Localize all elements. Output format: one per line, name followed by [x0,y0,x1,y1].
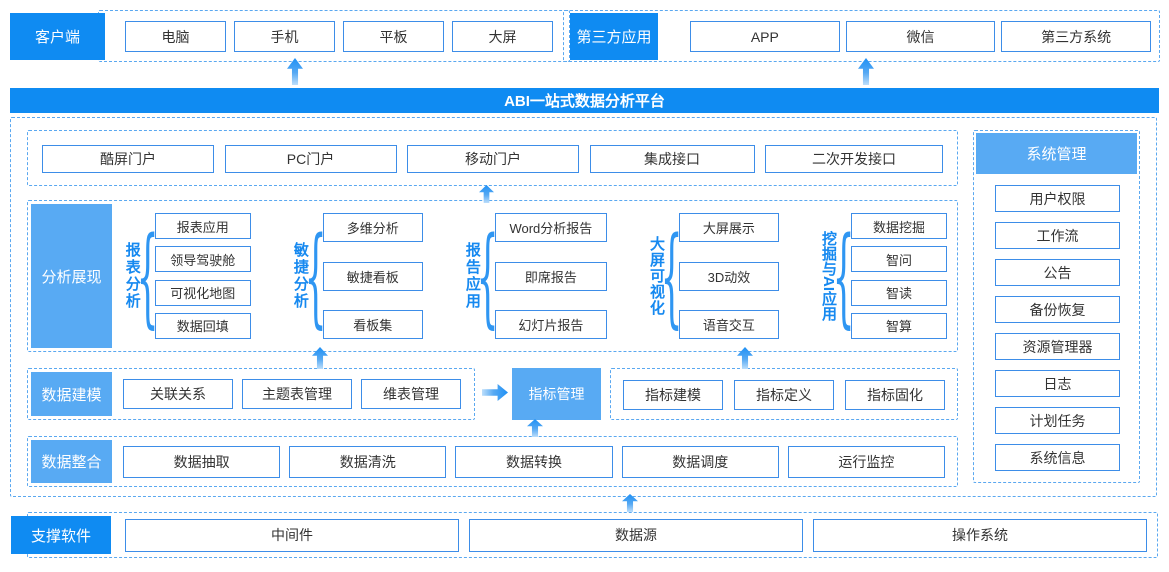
integration-node: 数据抽取 [123,445,281,478]
analysis-node: 语音交互 [678,310,779,339]
arrow-up-icon [287,58,303,85]
analysis-node: 幻灯片报告 [494,310,607,339]
client-device-node: 大屏 [452,21,553,52]
client-device-node: 手机 [234,21,335,52]
support-row-container: 中间件 数据源 操作系统 [27,512,1158,558]
system-node: 公告 [995,259,1120,286]
analysis-node: 智问 [851,246,947,273]
platform-outer-frame [10,117,1157,497]
system-section-label: 系统管理 [976,133,1137,174]
analysis-node: Word分析报告 [494,213,607,242]
third-party-node: 第三方系统 [1001,21,1152,52]
analysis-group: 挖掘与AI应用 数据挖掘 智问 智读 智算 [820,212,947,340]
integration-node: 数据调度 [621,445,779,478]
analysis-section-container: 分析展现 报表分析 报表应用 领导驾驶舱 可视化地图 数据回填 敏捷分析 多维分… [27,200,958,352]
client-device-node: 电脑 [125,21,226,52]
indicator-row-container: 指标建模 指标定义 指标固化 [610,368,958,420]
third-party-container: APP 微信 第三方系统 [563,10,1160,62]
analysis-node: 可视化地图 [154,279,251,306]
analysis-node: 数据挖掘 [851,213,947,239]
analysis-node: 智读 [851,279,947,306]
support-node: 数据源 [469,518,803,552]
system-node: 用户权限 [995,185,1120,212]
integration-node: 数据清洗 [289,445,447,478]
analysis-group: 报表分析 报表应用 领导驾驶舱 可视化地图 数据回填 [124,212,251,340]
third-party-node: 微信 [845,21,996,52]
support-section-label: 支撑软件 [11,516,111,554]
brace-icon [308,253,323,299]
system-node: 计划任务 [995,407,1120,434]
analysis-group: 大屏可视化 大屏展示 3D动效 语音交互 [648,212,779,340]
system-column-container: 系统管理 用户权限 工作流 公告 备份恢复 资源管理器 日志 计划任务 系统信息 [973,130,1140,483]
system-node: 系统信息 [995,444,1120,471]
system-node: 备份恢复 [995,296,1120,323]
arrow-up-icon [858,58,874,85]
indicator-node: 指标定义 [734,380,834,410]
modeling-node: 维表管理 [361,379,461,409]
third-party-node: APP [690,21,840,52]
analysis-node: 看板集 [322,310,423,339]
client-devices-container: 电脑 手机 平板 大屏 [98,10,570,62]
client-device-node: 平板 [343,21,444,52]
analysis-node: 数据回填 [154,312,251,339]
platform-title-banner: ABI一站式数据分析平台 [10,88,1159,113]
analysis-node: 大屏展示 [678,213,779,242]
portal-node: 集成接口 [589,145,755,173]
integration-section-label: 数据整合 [31,440,112,483]
indicator-node: 指标建模 [623,380,723,410]
analysis-node: 智算 [851,312,947,339]
client-section-label: 客户端 [10,13,105,60]
integration-row-container: 数据整合 数据抽取 数据清洗 数据转换 数据调度 运行监控 [27,436,958,487]
analysis-node: 3D动效 [678,261,779,291]
portal-node: 移动门户 [407,145,579,173]
support-node: 中间件 [125,518,459,552]
system-node: 工作流 [995,222,1120,249]
analysis-node: 多维分析 [322,213,423,242]
modeling-node: 关联关系 [123,379,233,409]
system-node: 资源管理器 [995,333,1120,360]
integration-node: 运行监控 [787,445,946,478]
analysis-node: 敏捷看板 [322,261,423,291]
portal-node: 酷屏门户 [42,145,214,173]
indicator-node: 指标固化 [845,380,945,410]
support-node: 操作系统 [813,518,1147,552]
analysis-group: 报告应用 Word分析报告 即席报告 幻灯片报告 [464,212,607,340]
integration-node: 数据转换 [455,445,613,478]
modeling-row-container: 数据建模 关联关系 主题表管理 维表管理 [27,368,475,420]
brace-icon [480,253,495,299]
analysis-node: 即席报告 [494,261,607,291]
indicator-management-node: 指标管理 [512,368,601,420]
analysis-node: 报表应用 [154,213,251,239]
third-party-section-label: 第三方应用 [570,13,658,60]
portal-row-container: 酷屏门户 PC门户 移动门户 集成接口 二次开发接口 [27,130,958,186]
analysis-section-label: 分析展现 [31,204,112,348]
brace-icon [836,253,851,299]
system-node: 日志 [995,370,1120,397]
brace-icon [140,253,155,299]
analysis-node: 领导驾驶舱 [154,246,251,273]
portal-node: PC门户 [224,145,397,173]
modeling-node: 主题表管理 [242,379,352,409]
analysis-group: 敏捷分析 多维分析 敏捷看板 看板集 [292,212,423,340]
brace-icon [664,253,679,299]
portal-node: 二次开发接口 [765,145,943,173]
modeling-section-label: 数据建模 [31,372,112,416]
